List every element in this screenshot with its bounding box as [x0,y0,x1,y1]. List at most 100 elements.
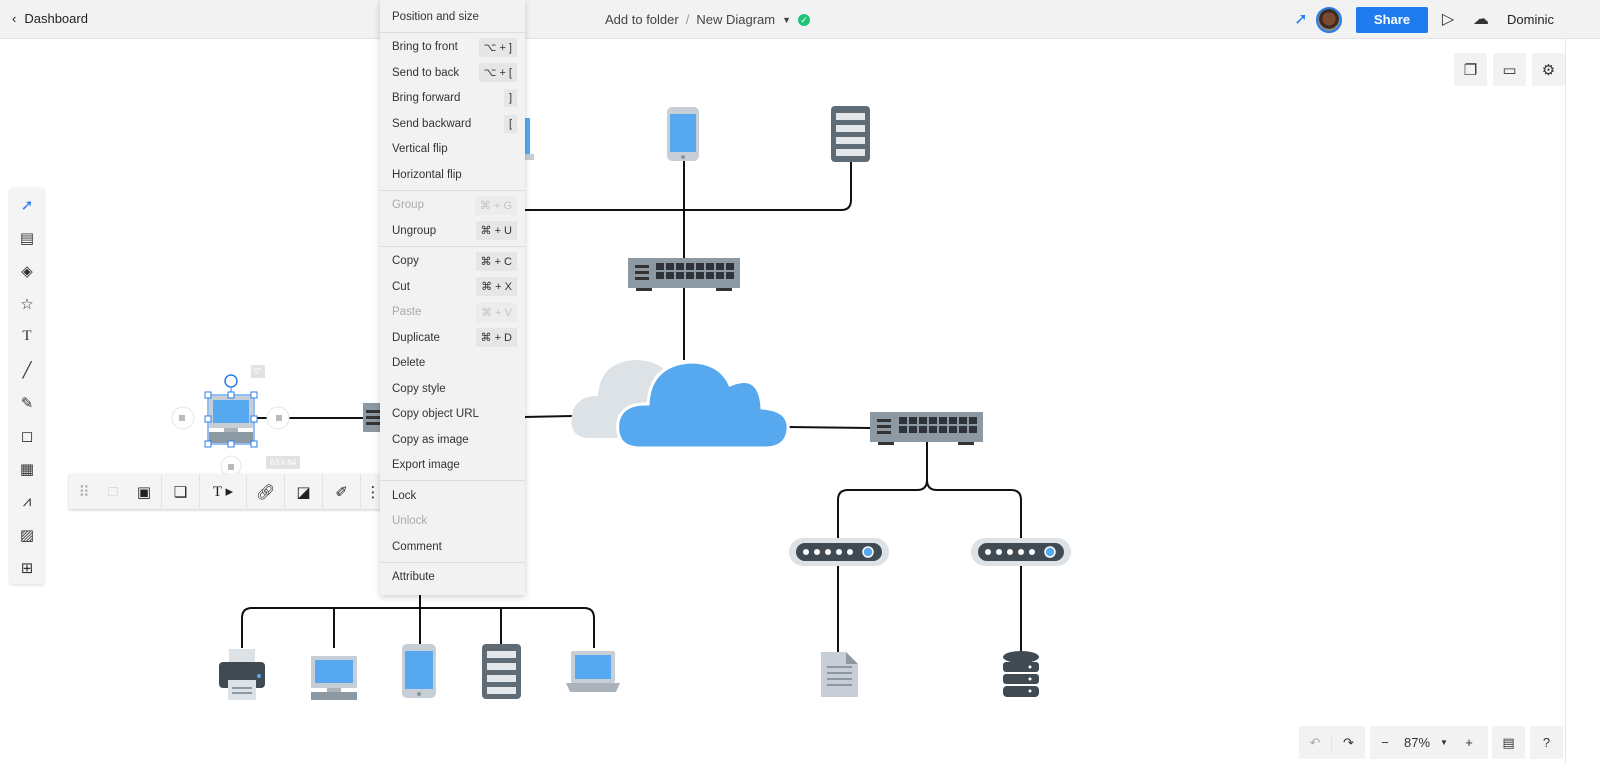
shortcut-hint: ⌥ + [ [478,63,517,83]
select-tool-icon[interactable]: ➚ [20,196,34,214]
switch-port [939,417,947,424]
size-badge: 63 x 64 [266,456,301,469]
monitor-bottom [311,656,357,700]
switch-port [909,426,917,433]
switch-port [666,272,674,279]
menu-item-bring-to-front[interactable]: Bring to front⌥ + ] [380,35,525,61]
switch-port [726,272,734,279]
menu-divider [380,480,525,481]
shadow-icon[interactable]: ❏ [162,474,200,509]
switch-top [628,258,740,291]
menu-item-label: Delete [392,357,426,370]
redo-icon[interactable]: ↷ [1343,734,1354,750]
comments-icon[interactable]: ▭ [1493,53,1526,86]
caret-down-icon[interactable]: ▼ [782,14,792,25]
table-icon[interactable]: ▦ [19,460,35,478]
menu-item-copy-style[interactable]: Copy style [380,376,525,402]
breadcrumb: Add to folder / New Diagram ▼ ✓ [605,12,811,27]
border-style-icon[interactable]: ▣ [127,474,162,509]
switch-port [686,272,694,279]
image-icon[interactable]: ▨ [19,526,35,544]
switch-port [666,263,674,270]
menu-item-vertical-flip[interactable]: Vertical flip [380,137,525,163]
phone-bottom [402,644,436,698]
cursor-icon[interactable]: ➚ [1294,11,1308,28]
shortcut-hint: [ [503,114,517,133]
selection-box [204,374,258,448]
menu-item-lock[interactable]: Lock [380,483,525,509]
floating-format-toolbar: ⠿ □ ▣ ❏ T ▸ 🔗︎ ◪ ✐ ⋮ [69,474,385,509]
chart-icon[interactable]: ⩘ [22,493,32,510]
menu-item-copy[interactable]: Copy⌘ + C [380,249,525,275]
menu-item-copy-object-url[interactable]: Copy object URL [380,402,525,428]
diagram-name[interactable]: New Diagram [696,12,776,27]
switch-port [959,417,967,424]
menu-item-duplicate[interactable]: Duplicate⌘ + D [380,325,525,351]
present-play-icon[interactable]: ▷ [1441,11,1455,28]
menu-item-paste: Paste⌘ + V [380,300,525,326]
connection-handles [171,406,290,477]
menu-item-send-backward[interactable]: Send backward[ [380,111,525,137]
menu-item-position-and-size[interactable]: Position and size [380,4,525,30]
pen-tool-icon[interactable]: ✎ [20,394,34,412]
avatar[interactable] [1316,7,1342,33]
fill-color-icon[interactable]: □ [108,483,118,500]
link-icon[interactable]: 🔗︎ [247,474,285,509]
menu-item-delete[interactable]: Delete [380,351,525,377]
more-options-icon[interactable]: ⋮ [365,483,381,501]
shapes-icon[interactable]: ◈ [21,262,33,280]
zoom-control: − 87% ▼ + [1370,726,1488,759]
switch-port [909,417,917,424]
switch-left [363,403,380,432]
help-icon[interactable]: ? [1530,726,1563,759]
zoom-dropdown-icon[interactable]: ▼ [1440,738,1448,747]
menu-item-send-to-back[interactable]: Send to back⌥ + [ [380,60,525,86]
settings-gear-icon[interactable]: ⚙ [1532,53,1565,86]
switch-port [696,263,704,270]
menu-item-bring-forward[interactable]: Bring forward] [380,86,525,112]
menu-item-export-image[interactable]: Export image [380,453,525,479]
add-to-folder-link[interactable]: Add to folder [605,12,679,27]
star-icon[interactable]: ☆ [20,295,34,313]
undo-redo-group: ↶ ↷ [1299,726,1365,759]
sticky-note-icon[interactable]: ◻ [20,427,34,445]
text-tool-icon[interactable]: T [22,328,32,344]
switch-port [949,417,957,424]
drag-handle-icon[interactable]: ⠿ [78,483,90,501]
zoom-level[interactable]: 87% [1403,735,1431,750]
shortcut-hint: ⌘ + X [476,277,517,297]
user-name[interactable]: Dominic [1507,12,1554,27]
router-right [971,538,1071,566]
line-tool-icon[interactable]: ╱ [22,361,32,379]
history-icon[interactable]: ▤ [1492,726,1525,759]
menu-divider [380,561,525,563]
rotate-handle-icon [224,374,238,388]
switch-port [969,417,977,424]
share-button[interactable]: Share [1356,7,1428,33]
menu-item-attribute[interactable]: Attribute [380,565,525,591]
menu-item-cut[interactable]: Cut⌘ + X [380,274,525,300]
zoom-out-icon[interactable]: − [1381,735,1389,750]
frame-add-icon[interactable]: ⊞ [20,559,34,577]
format-painter-icon[interactable]: ✐ [323,474,361,509]
menu-item-ungroup[interactable]: Ungroup ⌘ + U [380,218,525,244]
pages-icon[interactable]: ❐ [1454,53,1487,86]
connectors [241,161,1022,652]
switch-port [726,263,734,270]
template-icon[interactable]: ▤ [19,229,35,247]
back-to-dashboard[interactable]: ‹Dashboard [12,11,88,26]
zoom-in-icon[interactable]: + [1465,735,1473,750]
menu-item-label: Vertical flip [392,143,448,156]
menu-item-label: Ungroup [392,224,437,237]
arrange-layers-icon[interactable]: ◪ [285,474,323,509]
text-format-icon[interactable]: T ▸ [200,474,247,509]
rotation-badge: 0° [251,365,265,378]
menu-item-comment[interactable]: Comment [380,534,525,560]
undo-icon[interactable]: ↶ [1299,734,1332,751]
menu-item-horizontal-flip[interactable]: Horizontal flip [380,162,525,188]
menu-item-copy-as-image[interactable]: Copy as image [380,427,525,453]
cloud-download-icon[interactable]: ☁ [1473,11,1489,28]
menu-divider [380,31,525,33]
shortcut-hint: ⌘ + U [475,221,517,241]
